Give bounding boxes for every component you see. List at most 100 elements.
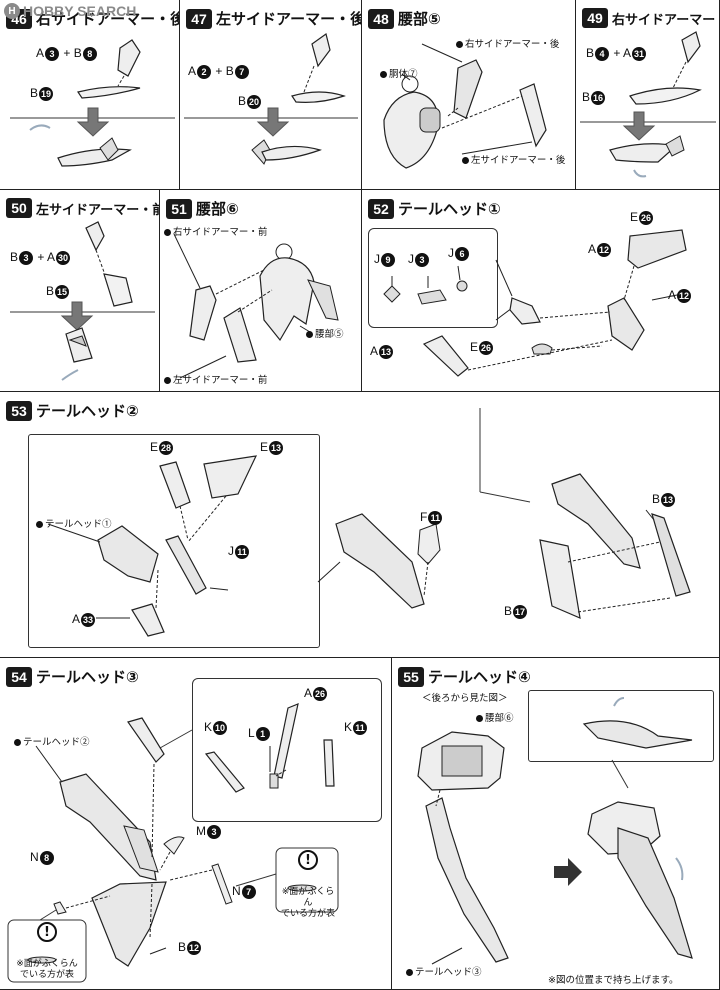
step-title: 腰部⑥ bbox=[196, 200, 239, 218]
step-title: 腰部⑤ bbox=[398, 10, 441, 28]
step-49: 49 右サイドアーマー・前 B4 + A31 B 16 bbox=[576, 0, 720, 190]
part-number-badge: 28 bbox=[159, 440, 174, 455]
step-53-header: 53 テールヘッド② bbox=[6, 400, 139, 421]
part-letter: B bbox=[238, 94, 247, 108]
exclamation-icon: ! bbox=[298, 850, 318, 870]
part-callout-waist-6: 腰部⑥ bbox=[476, 710, 514, 724]
step-title: 右サイドアーマー・後 bbox=[36, 10, 180, 28]
part-number-badge: 6 bbox=[455, 246, 469, 261]
callout-dot bbox=[164, 228, 171, 236]
plus-sign: + bbox=[215, 64, 223, 78]
part-number-badge: 2 bbox=[197, 64, 212, 79]
step-52-header: 52 テールヘッド① bbox=[368, 198, 501, 219]
step-title: 右サイドアーマー・前 bbox=[612, 12, 719, 28]
step-49-header: 49 右サイドアーマー・前 bbox=[582, 8, 719, 28]
step-number: 50 bbox=[6, 198, 32, 218]
step-title: テールヘッド③ bbox=[36, 668, 139, 686]
step-54-header: 54 テールヘッド③ bbox=[6, 666, 139, 687]
part-number-badge: 7 bbox=[241, 884, 256, 899]
part-number-badge: 12 bbox=[187, 940, 202, 955]
part-number-badge: 26 bbox=[479, 340, 494, 355]
part-number-badge: 13 bbox=[661, 492, 676, 507]
part-letter: B bbox=[225, 64, 234, 78]
step-number: 55 bbox=[398, 666, 424, 687]
step-55-illustration bbox=[417, 697, 693, 965]
step-47-illustration bbox=[184, 32, 358, 165]
part-number-badge: 30 bbox=[56, 250, 71, 265]
step-number: 49 bbox=[582, 8, 608, 28]
step-number: 51 bbox=[166, 198, 192, 219]
step-51-illustration bbox=[173, 233, 339, 379]
step-46-illustration bbox=[10, 39, 175, 167]
step-48: 48 腰部⑤ 右サイドアーマー・後 胴体⑦ 左サイドアーマー・後 bbox=[362, 0, 576, 190]
step-number: 47 bbox=[186, 8, 212, 29]
part-number-badge: 13 bbox=[379, 344, 394, 359]
step-49-illustration bbox=[580, 31, 716, 178]
callout-dot bbox=[14, 738, 21, 746]
position-note: ※図の位置まで持ち上げます。 bbox=[548, 975, 679, 986]
view-caption: ＜後ろから見た図＞ bbox=[422, 693, 508, 704]
part-callout-tail-head-1: テールヘッド① bbox=[36, 516, 112, 530]
part-number-badge: 11 bbox=[428, 510, 443, 525]
part-number-badge: 3 bbox=[45, 46, 60, 61]
step-48-header: 48 腰部⑤ bbox=[368, 8, 441, 29]
step-title: テールヘッド② bbox=[36, 402, 139, 420]
part-letter: B bbox=[586, 46, 595, 60]
step-title: 左サイドアーマー・後 bbox=[216, 10, 362, 28]
part-number-badge: 8 bbox=[82, 46, 97, 61]
part-number-badge: 10 bbox=[213, 720, 228, 735]
part-number-badge: 19 bbox=[39, 86, 54, 101]
part-letter: B bbox=[46, 284, 55, 298]
step-title: テールヘッド① bbox=[398, 200, 501, 218]
step-number: 53 bbox=[6, 400, 32, 421]
part-number-badge: 3 bbox=[19, 250, 34, 265]
part-letter: B bbox=[73, 46, 82, 60]
plus-sign: + bbox=[63, 46, 71, 60]
step-52-subassembly-inset bbox=[368, 228, 498, 328]
step-51-header: 51 腰部⑥ bbox=[166, 198, 239, 219]
step-number: 52 bbox=[368, 198, 394, 219]
part-number-badge: 17 bbox=[513, 604, 528, 619]
warning-line-2: でいる方が表 bbox=[280, 909, 335, 919]
warning-line-2: でいる方が表 bbox=[19, 970, 74, 980]
callout-dot bbox=[462, 156, 469, 164]
part-number-badge: 1 bbox=[255, 726, 270, 741]
part-callout-tail-head-2: テールヘッド② bbox=[14, 734, 90, 748]
step-50-illustration bbox=[10, 221, 155, 381]
warning-line-1: ※面がふくらん bbox=[16, 959, 78, 969]
warning-line-1: ※面がふくらん bbox=[281, 887, 335, 908]
step-53-illustration bbox=[47, 408, 691, 637]
part-number-badge: 7 bbox=[234, 64, 249, 79]
exclamation-icon: ! bbox=[37, 922, 57, 942]
callout-dot bbox=[36, 520, 43, 528]
callout-dot bbox=[406, 968, 413, 976]
watermark: H HOBBY SEARCH bbox=[4, 2, 136, 20]
part-number-badge: 16 bbox=[591, 90, 606, 105]
part-callout-left-armor: 左サイドアーマー・後 bbox=[462, 152, 565, 166]
part-callout-right-armor: 右サイドアーマー・後 bbox=[456, 36, 559, 50]
step-52-illustration bbox=[383, 229, 687, 377]
plus-sign: + bbox=[613, 46, 621, 60]
